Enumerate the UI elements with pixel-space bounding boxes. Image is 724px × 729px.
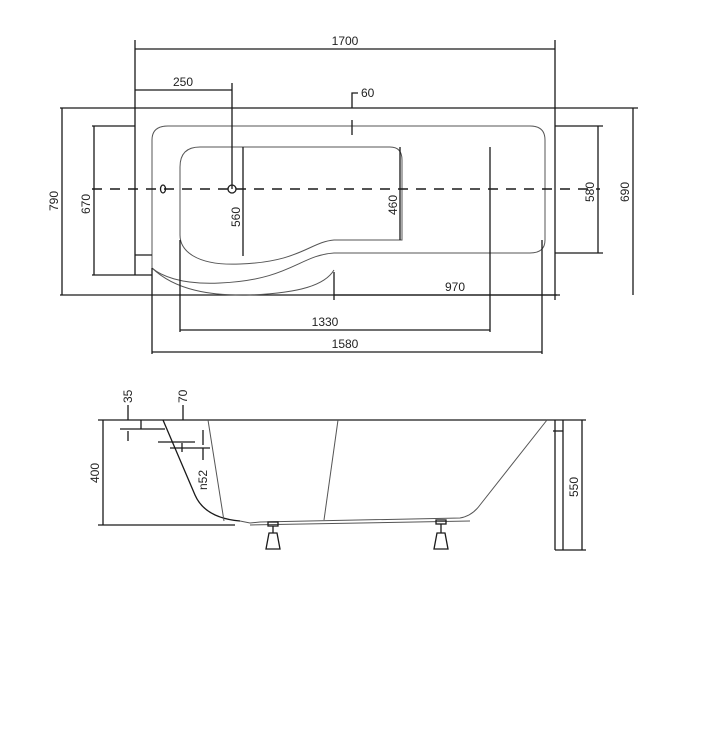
dim-overflow-diameter: n52 (196, 470, 210, 490)
dim-straight-section: 970 (445, 280, 465, 294)
dim-shell-width: 670 (79, 194, 93, 214)
dim-right-inner-width: 580 (583, 182, 597, 202)
dim-overall-length: 1700 (332, 34, 359, 48)
side-view: 35 70 n52 400 550 (88, 389, 586, 551)
dim-rim-inset: 60 (361, 86, 375, 100)
dim-depth: 400 (88, 463, 102, 483)
dim-overflow-offset: 70 (176, 389, 190, 403)
tub-foot-left (265, 521, 281, 550)
tub-foot-right (433, 519, 449, 550)
dim-right-outer-width: 690 (618, 182, 632, 202)
dim-drain-offset: 250 (173, 75, 193, 89)
plan-view: 1700 250 60 790 670 560 460 580 690 970 (47, 34, 638, 354)
dim-overall-width: 790 (47, 191, 61, 211)
dim-total-height: 550 (567, 477, 581, 497)
dim-basin-width-left: 560 (229, 207, 243, 227)
dim-basin-width-right: 460 (386, 195, 400, 215)
dim-basin-length: 1330 (312, 315, 339, 329)
dim-rim-thickness: 35 (121, 389, 135, 403)
dim-shell-length: 1580 (332, 337, 359, 351)
